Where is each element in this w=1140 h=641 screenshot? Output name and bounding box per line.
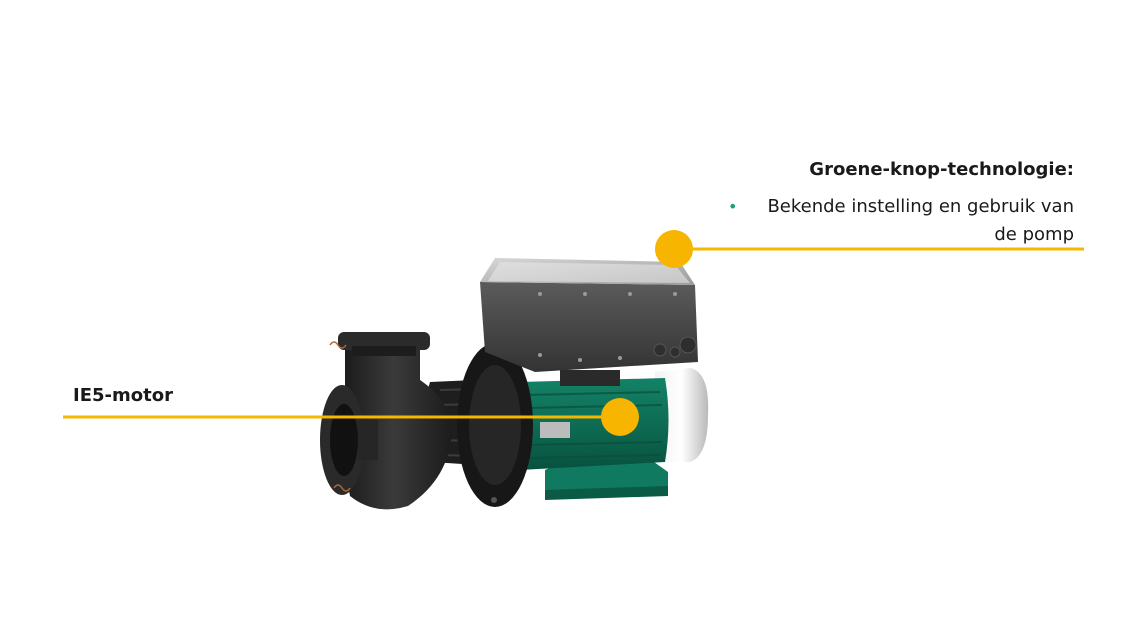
callout-marker-icon xyxy=(601,398,639,436)
callout-bullet-list: • Bekende instelling en gebruik van de p… xyxy=(714,193,1074,249)
callout-title-controller: Groene-knop-technologie: xyxy=(809,159,1074,180)
terminal-box xyxy=(560,370,620,386)
motor-nameplate xyxy=(540,422,570,438)
discharge-flange xyxy=(338,332,430,350)
controller-housing xyxy=(480,282,698,372)
volute-casing xyxy=(335,350,452,510)
callout-marker-icon xyxy=(655,230,693,268)
callout-title-motor: IE5-motor xyxy=(73,385,173,406)
bullet-dot-icon: • xyxy=(728,197,738,216)
cable-gland-icon xyxy=(653,343,667,357)
fan-cover xyxy=(655,368,709,462)
callout-bullet-text: Bekende instelling en gebruik van de pom… xyxy=(767,196,1074,245)
